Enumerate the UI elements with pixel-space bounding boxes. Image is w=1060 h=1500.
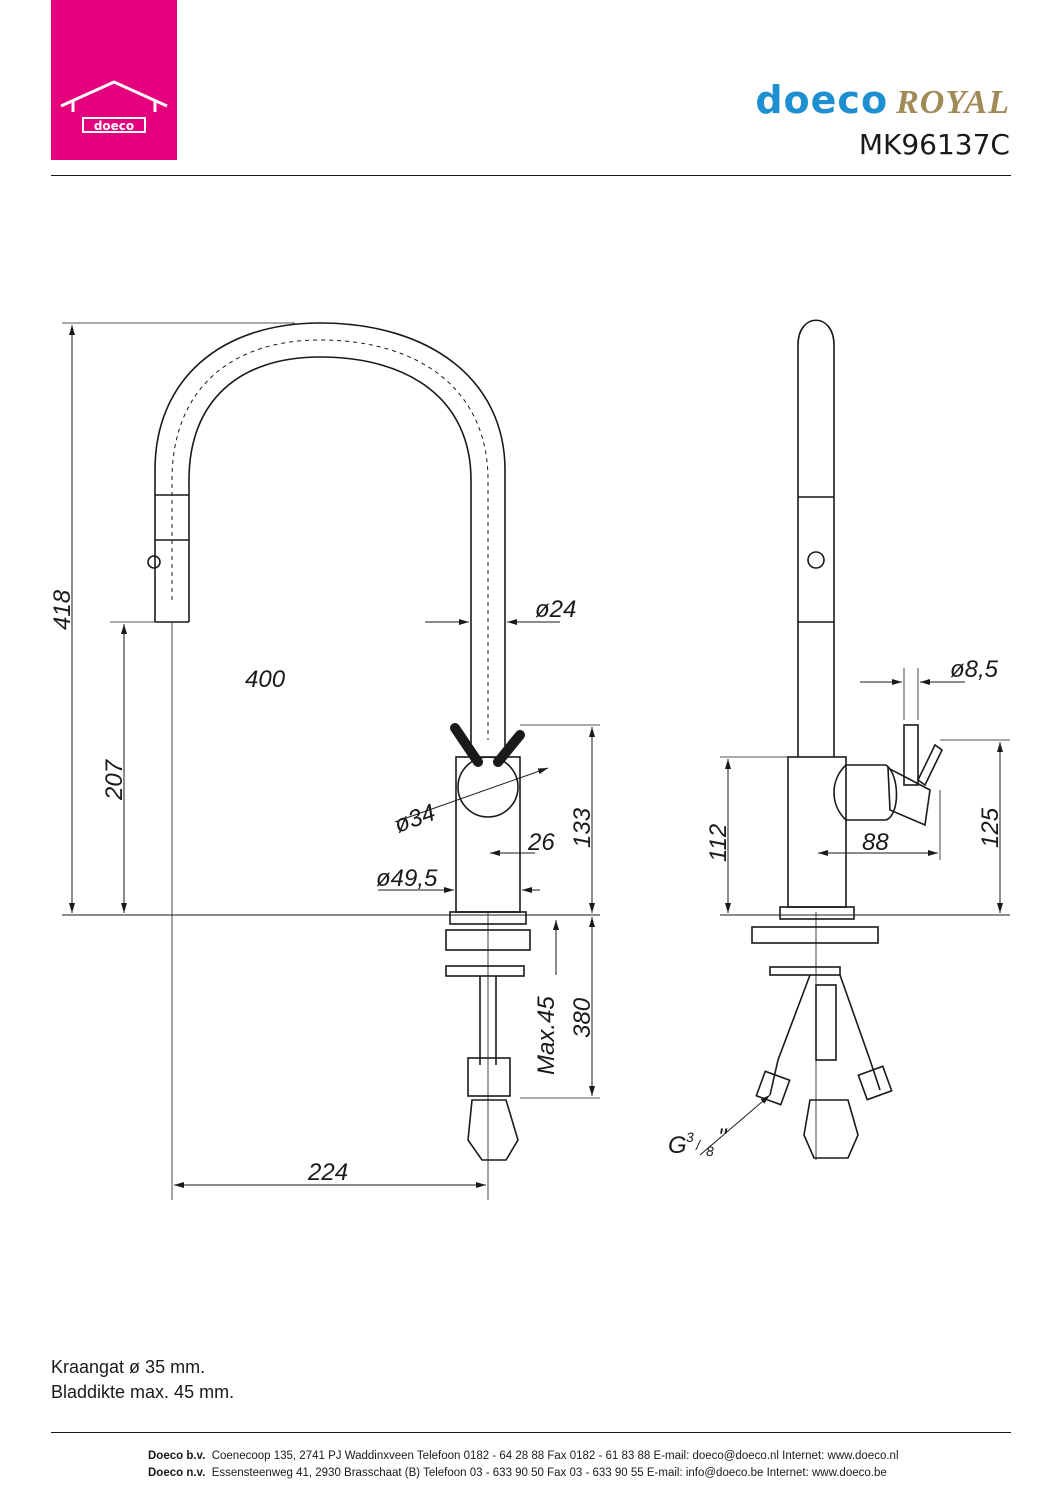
hose-centerline (171, 339, 489, 740)
dim-max-deck: Max.45 (533, 996, 560, 1075)
front-view (720, 319, 1010, 1160)
hose-connector (467, 1099, 519, 1161)
spout-front (797, 319, 835, 757)
spray-button (147, 555, 161, 569)
handle-levers (450, 723, 525, 767)
spout-inner-line (188, 356, 472, 755)
hose-left (769, 974, 811, 1096)
installation-notes: Kraangat ø 35 mm. Bladdikte max. 45 mm. (51, 1355, 234, 1405)
dim-thread-den: 8 (706, 1143, 714, 1159)
dim-lever-diameter: ø8,5 (950, 656, 999, 683)
hose-connector-front (803, 1099, 859, 1159)
front-dimension-lines (699, 679, 1003, 1156)
dim-hose-length: 380 (569, 997, 596, 1038)
model-number: MK96137C (858, 128, 1010, 161)
dim-outlet-height: 207 (101, 758, 128, 801)
dim-handle-diameter: ø34 (391, 799, 439, 839)
note-deck-thickness: Bladdikte max. 45 mm. (51, 1382, 235, 1402)
logo-text: doeco (94, 119, 134, 133)
lever-handle (903, 724, 919, 786)
footer-bv-details: Coenecoop 135, 2741 PJ Waddinxveen Telef… (211, 1450, 899, 1462)
dim-lever-depth: 88 (862, 829, 889, 856)
brand-primary: doeco (755, 78, 889, 122)
side-view (62, 322, 600, 1200)
dim-lever-body-height: 112 (705, 824, 732, 862)
note-hole-size: Kraangat ø 35 mm. (51, 1357, 206, 1377)
dim-thread: G (668, 1132, 687, 1159)
dim-thread-unit: " (718, 1124, 728, 1151)
side-dimension-lines (69, 325, 595, 1188)
dim-base-to-spout: 224 (307, 1159, 348, 1186)
company-logo: doeco (51, 0, 177, 160)
brand-secondary: ROYAL (896, 84, 1010, 121)
dim-thread-num: 3 (686, 1129, 694, 1145)
handle-hub (457, 756, 519, 818)
hose-right (839, 974, 881, 1091)
tap-body-front (787, 756, 847, 908)
svg-text:/: / (695, 1137, 702, 1153)
footer-nv-details: Essensteenweg 41, 2930 Brasschaat (B) Te… (211, 1467, 887, 1479)
footer-divider (51, 1432, 1011, 1433)
tap-body (455, 756, 521, 913)
dim-body-offset: 26 (527, 829, 555, 856)
dim-thread-size: G 3 / 8 " (668, 1124, 728, 1159)
dim-total-height: 418 (49, 589, 76, 630)
brand-name: doeco ROYAL (755, 78, 1010, 122)
dim-body-diameter: ø49,5 (376, 865, 438, 892)
footer-bv-name: Doeco b.v. (148, 1450, 206, 1462)
dim-spout-diameter: ø24 (535, 596, 576, 623)
dim-body-height: 133 (569, 807, 596, 848)
dim-spout-reach: 400 (245, 666, 286, 693)
house-logo-icon: doeco (60, 80, 168, 133)
header-divider (51, 175, 1011, 176)
dim-lever-height: 125 (977, 807, 1004, 848)
lever-housing (833, 764, 898, 821)
spout-outer-line (154, 322, 506, 755)
spray-button-front (807, 551, 825, 569)
footer-nv-name: Doeco n.v. (148, 1467, 206, 1479)
